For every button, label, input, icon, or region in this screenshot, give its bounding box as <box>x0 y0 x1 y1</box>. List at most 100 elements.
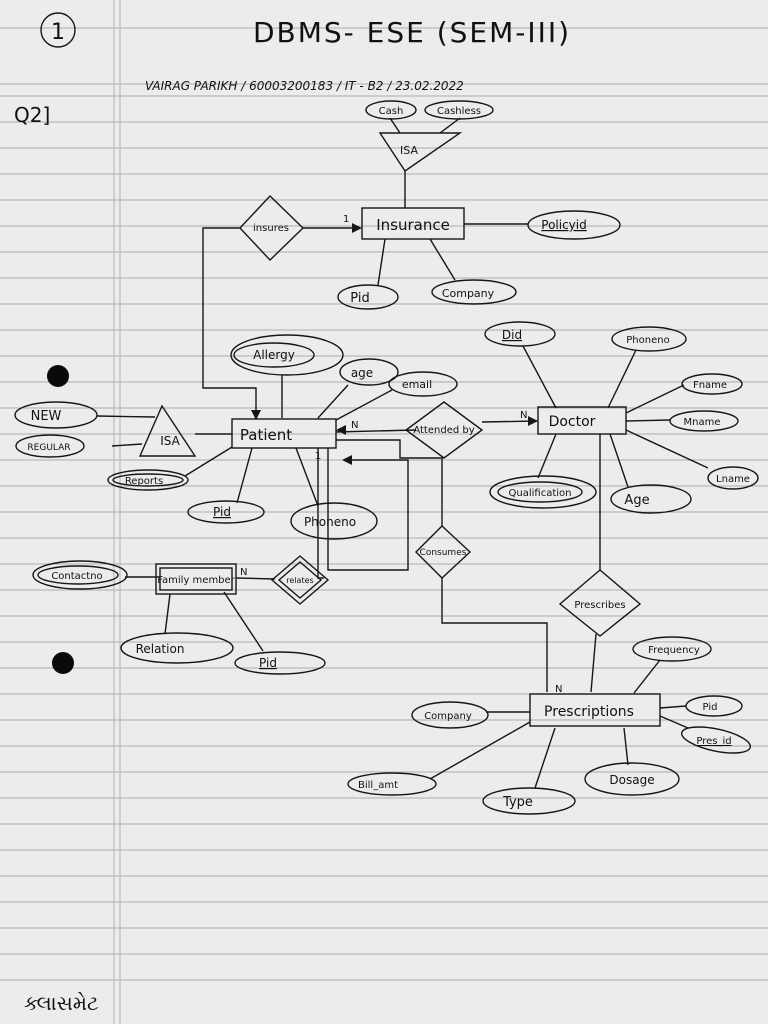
relationship-prescribes: Prescribes <box>558 569 642 637</box>
svg-text:Mname: Mname <box>684 417 721 428</box>
svg-text:Company: Company <box>442 287 495 300</box>
entity-family-member: Family member <box>155 563 237 595</box>
attribute-prescription-company: Company <box>411 701 489 729</box>
svg-text:ISA: ISA <box>160 434 180 448</box>
svg-text:age: age <box>351 366 373 380</box>
attribute-reports: Reports <box>107 469 189 491</box>
page-number-circle <box>40 12 76 48</box>
svg-text:Family member: Family member <box>157 575 235 586</box>
svg-text:Policyid: Policyid <box>541 218 586 232</box>
attribute-age: age <box>339 358 399 386</box>
svg-text:REGULAR: REGULAR <box>27 443 70 453</box>
punch-hole-top <box>47 365 69 387</box>
attribute-mname: Mname <box>669 410 739 432</box>
footer-brand: ક્લાસમેટ <box>24 991 99 1015</box>
cardinality-insures-one: 1 <box>343 214 349 225</box>
arrowheads <box>251 223 538 465</box>
attribute-qualification: Qualification <box>489 475 597 509</box>
attribute-type: Type <box>482 787 576 815</box>
svg-text:Lname: Lname <box>716 474 750 485</box>
svg-text:Dosage: Dosage <box>609 773 654 787</box>
page-title: DBMS- ESE (SEM-III) <box>253 16 571 49</box>
entity-patient: Patient <box>231 418 337 449</box>
attribute-doctor-phoneno: Phoneno <box>611 326 687 352</box>
isa-patient: ISA <box>138 404 197 457</box>
entity-insurance: Insurance <box>361 207 465 240</box>
relationship-relates: relates <box>270 555 330 605</box>
attribute-patient-pid: Pid <box>187 500 265 524</box>
svg-text:Contactno: Contactno <box>51 571 102 582</box>
svg-text:Insurance: Insurance <box>376 216 450 234</box>
attribute-did: Did <box>484 321 556 347</box>
attribute-doctor-age: Age <box>610 484 692 514</box>
svg-text:Patient: Patient <box>240 426 292 444</box>
svg-text:Cash: Cash <box>379 106 404 117</box>
svg-text:Frequency: Frequency <box>648 645 700 656</box>
attribute-bill-amt: Bill_amt <box>347 772 437 796</box>
attribute-allergy: Allergy <box>230 334 344 376</box>
svg-text:Type: Type <box>502 795 533 810</box>
svg-text:relates: relates <box>286 576 313 585</box>
relationship-attended-by: Attended by <box>404 401 484 459</box>
svg-text:Prescriptions: Prescriptions <box>544 704 634 720</box>
svg-text:Phoneno: Phoneno <box>626 335 669 346</box>
relationship-insures: insures <box>239 195 305 261</box>
isa-insurance: ISA <box>378 132 463 172</box>
attribute-family-pid: Pid <box>234 651 326 675</box>
attribute-insurance-company: Company <box>431 279 517 305</box>
attribute-dosage: Dosage <box>584 762 680 796</box>
attribute-prescription-pid: Pid <box>685 695 743 717</box>
punch-hole-bottom <box>52 652 74 674</box>
attribute-lname: Lname <box>707 466 759 490</box>
entity-doctor: Doctor <box>537 406 627 435</box>
attribute-policyid: Policyid <box>527 210 621 240</box>
svg-text:Relation: Relation <box>136 642 185 656</box>
svg-text:Bill_amt: Bill_amt <box>358 780 398 791</box>
svg-text:Pid: Pid <box>350 291 369 306</box>
attribute-insurance-pid: Pid <box>337 284 399 310</box>
relationship-consumes: Consumes <box>415 525 472 579</box>
svg-text:Did: Did <box>502 328 522 342</box>
svg-text:NEW: NEW <box>31 409 62 424</box>
student-line: VAIRAG PARIKH / 60003200183 / IT - B2 / … <box>145 79 464 93</box>
svg-text:Doctor: Doctor <box>549 414 596 430</box>
svg-text:email: email <box>402 378 432 391</box>
attribute-contactno: Contactno <box>32 560 128 590</box>
attribute-cash: Cash <box>365 100 417 120</box>
svg-text:Allergy: Allergy <box>253 348 295 362</box>
svg-text:Qualification: Qualification <box>509 488 572 499</box>
attribute-patient-phoneno: Phoneno <box>290 502 378 540</box>
svg-text:Consumes: Consumes <box>420 548 467 558</box>
svg-text:Pid: Pid <box>213 505 231 519</box>
page-number: 1 <box>51 20 65 45</box>
cardinality-doctor-attended: N <box>520 410 527 421</box>
cardinality-family-relates: N <box>240 567 247 578</box>
svg-text:Prescribes: Prescribes <box>574 600 625 611</box>
svg-text:Cashless: Cashless <box>437 106 481 117</box>
attribute-email: email <box>388 371 458 397</box>
cardinality-patient-attended: N <box>351 420 358 431</box>
attribute-fname: Fname <box>681 373 743 395</box>
svg-text:Pres_id: Pres_id <box>696 736 731 747</box>
svg-text:Reports: Reports <box>125 476 163 487</box>
attribute-cashless: Cashless <box>424 100 494 120</box>
attribute-frequency: Frequency <box>632 636 712 662</box>
svg-text:ISA: ISA <box>400 144 418 157</box>
svg-text:Company: Company <box>424 711 472 722</box>
svg-text:insures: insures <box>253 223 289 234</box>
entity-prescriptions: Prescriptions <box>529 693 661 727</box>
connector-lines <box>96 117 709 789</box>
question-label: Q2] <box>14 103 50 127</box>
svg-text:Phoneno: Phoneno <box>304 515 356 529</box>
attribute-new: NEW <box>14 401 98 429</box>
svg-text:Pid: Pid <box>703 702 718 713</box>
attribute-relation: Relation <box>120 632 234 664</box>
svg-text:Age: Age <box>624 493 649 508</box>
attribute-regular: REGULAR <box>15 434 85 458</box>
cardinality-prescriptions-n: N <box>555 684 562 695</box>
svg-text:Fname: Fname <box>693 380 727 391</box>
attribute-pres-id: Pres_id <box>680 726 752 754</box>
